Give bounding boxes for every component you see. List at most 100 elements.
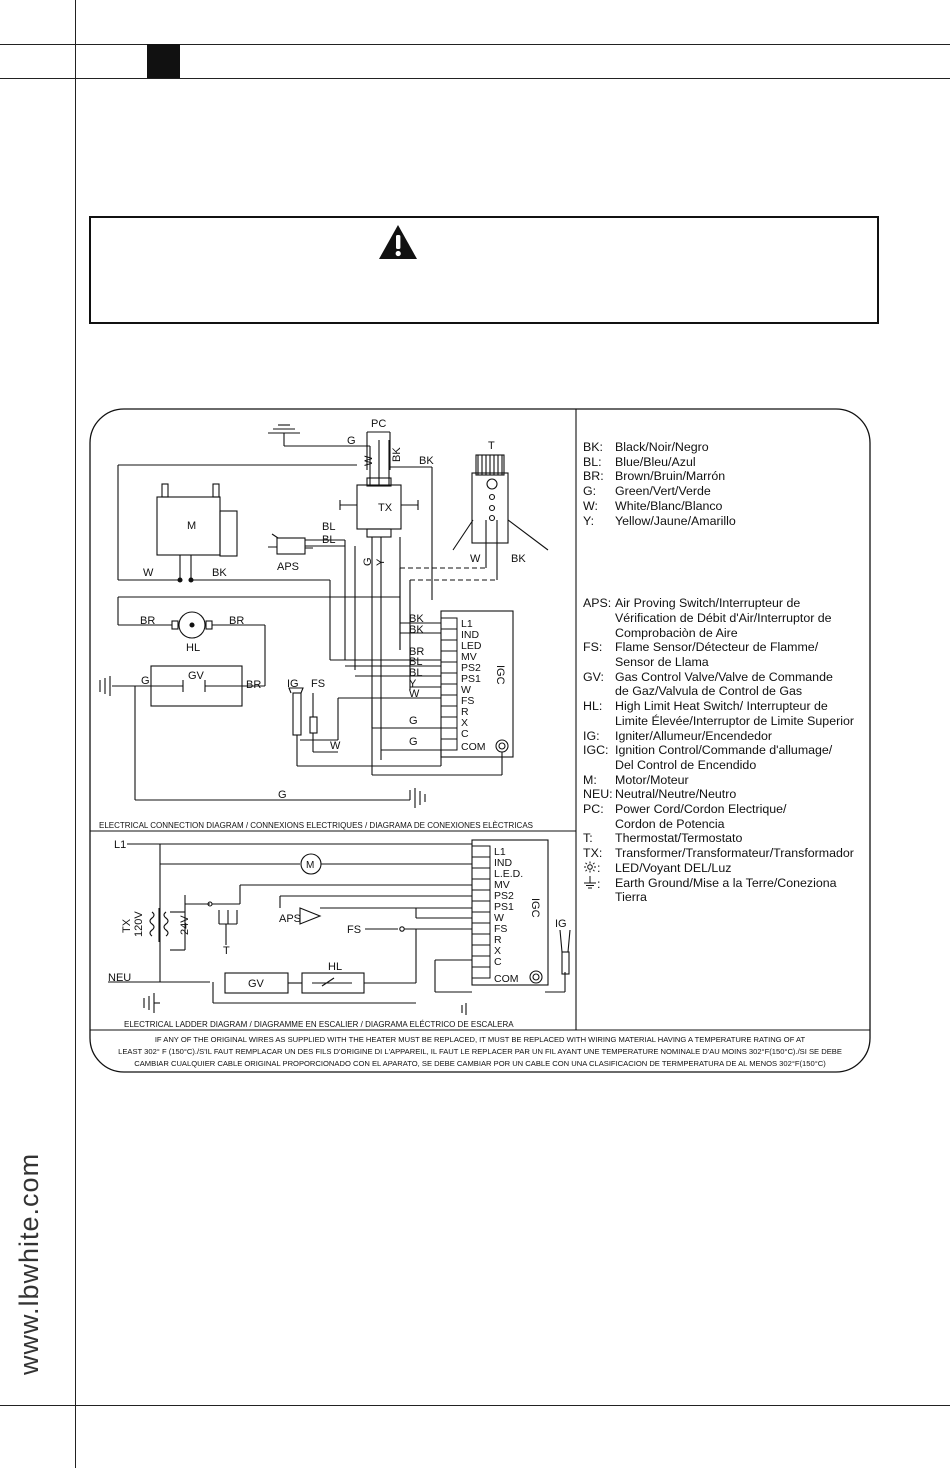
label-m: M bbox=[187, 520, 196, 532]
ladder-terminal-r: R bbox=[494, 934, 502, 946]
label-bk-thermostat: BK bbox=[511, 553, 526, 565]
hl-switch bbox=[178, 611, 206, 639]
label-w-igc: W bbox=[409, 688, 420, 700]
label-g-bottom: G bbox=[278, 789, 287, 801]
header-rule bbox=[0, 44, 950, 45]
legend-row: TX:Transformer/Transformateur/Transforma… bbox=[583, 846, 854, 861]
legend-row: HL:High Limit Heat Switch/ Interrupteur … bbox=[583, 699, 854, 728]
ladder-terminal-w: W bbox=[494, 912, 504, 924]
label-g-gv: G bbox=[141, 675, 150, 687]
header-rule-lower bbox=[0, 78, 950, 79]
legend-row: : LED/Voyant DEL/Luz bbox=[583, 861, 873, 876]
ladder-terminal-l1: L1 bbox=[494, 846, 506, 858]
ladder-terminal-led: L.E.D. bbox=[494, 868, 523, 880]
legend-row: W:White/Blanc/Blanco bbox=[583, 498, 723, 513]
ladder-transformer bbox=[149, 911, 155, 937]
legend-row: T:Thermostat/Termostato bbox=[583, 831, 743, 846]
ladder-caption: ELECTRICAL LADDER DIAGRAM / DIAGRAMME EN… bbox=[124, 1020, 514, 1029]
legend-row: PC:Power Cord/Cordon Electrique/Cordon d… bbox=[583, 802, 787, 831]
label-br-right: BR bbox=[229, 615, 244, 627]
legend-row: M:Motor/Moteur bbox=[583, 772, 689, 787]
label-y: Y bbox=[409, 678, 417, 690]
terminal-ps1: PS1 bbox=[461, 673, 481, 685]
label-w-cord: W bbox=[363, 455, 375, 466]
ladder-terminal-ind: IND bbox=[494, 857, 513, 869]
ladder-label-l1: L1 bbox=[114, 839, 126, 851]
legend-row: NEU:Neutral/Neutre/Neutro bbox=[583, 787, 737, 802]
ladder-terminal-x: X bbox=[494, 945, 501, 957]
label-br-mv: BR bbox=[409, 646, 424, 658]
ladder-terminal-com: COM bbox=[494, 973, 519, 985]
label-aps: APS bbox=[277, 561, 299, 573]
legend-row: FS:Flame Sensor/Détecteur de Flamme/Sens… bbox=[583, 640, 819, 670]
legend-row: IGC:Ignition Control/Commande d'allumage… bbox=[583, 743, 833, 772]
terminal-c: C bbox=[461, 728, 469, 740]
terminal-fs: FS bbox=[461, 695, 474, 707]
ladder-label-m: M bbox=[306, 860, 314, 871]
label-t: T bbox=[488, 440, 495, 452]
label-bk-ind: BK bbox=[409, 624, 424, 636]
ladder-label-gv: GV bbox=[248, 978, 265, 990]
label-bl-1: BL bbox=[322, 521, 335, 533]
legend-spacer bbox=[583, 528, 873, 596]
label-bk: BK bbox=[419, 455, 434, 467]
label-ig: IG bbox=[287, 678, 299, 690]
label-bl-ps2: BL bbox=[409, 656, 422, 668]
led-icon bbox=[584, 861, 596, 873]
terminal-ps2: PS2 bbox=[461, 662, 481, 674]
terminal-w: W bbox=[461, 684, 471, 696]
label-pc: PC bbox=[371, 418, 386, 430]
terminal-x: X bbox=[461, 717, 468, 729]
label-gv: GV bbox=[188, 670, 205, 682]
label-y-tx: Y bbox=[375, 558, 387, 566]
terminal-ind: IND bbox=[461, 629, 480, 641]
footnote-line-2: LEAST 302° F (150°C)./S'IL FAUT REMPLACA… bbox=[118, 1047, 842, 1056]
footer-rule bbox=[0, 1405, 950, 1406]
terminal-com: COM bbox=[461, 741, 486, 753]
ladder-label-ig: IG bbox=[555, 918, 567, 930]
ladder-label-120v: 120V bbox=[133, 911, 145, 937]
label-bl-ps1: BL bbox=[409, 667, 422, 679]
ladder-terminal-fs: FS bbox=[494, 923, 507, 935]
label-br-gv: BR bbox=[246, 679, 261, 691]
ladder-label-t: T bbox=[223, 945, 230, 957]
terminal-l1: L1 bbox=[461, 618, 473, 630]
legend-row: BK:Black/Noir/Negro bbox=[583, 440, 709, 454]
warning-triangle-icon bbox=[379, 225, 417, 259]
label-br-left: BR bbox=[140, 615, 155, 627]
ladder-label-24v: 24V bbox=[179, 915, 191, 935]
ladder-label-igc: IGC bbox=[529, 898, 541, 918]
ladder-igniter bbox=[561, 951, 570, 975]
legend-row: : Earth Ground/Mise a la Terre/Coneziona… bbox=[583, 875, 873, 905]
label-g-c: G bbox=[409, 715, 418, 727]
label-bk-l1: BK bbox=[409, 613, 424, 625]
ladder-aps bbox=[299, 907, 322, 925]
label-g-com: G bbox=[409, 736, 418, 748]
ladder-terminal-ps2: PS2 bbox=[494, 890, 514, 902]
legend-row: BR:Brown/Bruin/Marrón bbox=[583, 469, 726, 484]
label-w: W bbox=[143, 567, 154, 579]
label-bl-2: BL bbox=[322, 534, 335, 546]
earth-ground-icon bbox=[584, 875, 596, 889]
igniter-ig bbox=[292, 692, 302, 736]
ladder-terminal-mv: MV bbox=[494, 879, 510, 891]
ladder-label-tx: TX bbox=[121, 918, 133, 933]
legend-row: Y:Yellow/Jaune/Amarillo bbox=[583, 513, 736, 528]
footnote-line-3: CAMBIAR CUALQUIER CABLE ORIGINAL PROPORC… bbox=[134, 1059, 826, 1068]
flame-sensor-fs bbox=[309, 716, 318, 734]
legend-row: IG:Igniter/Allumeur/Encendedor bbox=[583, 728, 773, 743]
legend: BK:Black/Noir/Negro BL:Blue/Bleu/Azul BR… bbox=[583, 440, 873, 905]
section-tab bbox=[147, 44, 180, 78]
legend-row: G:Green/Vert/Verde bbox=[583, 484, 711, 499]
label-bk-motor: BK bbox=[212, 567, 227, 579]
ladder-label-neu: NEU bbox=[108, 972, 131, 984]
label-fs: FS bbox=[311, 678, 325, 690]
ladder-label-hl: HL bbox=[328, 961, 342, 973]
label-tx: TX bbox=[378, 502, 393, 514]
label-w-thermostat: W bbox=[470, 553, 481, 565]
legend-row: BL:Blue/Bleu/Azul bbox=[583, 454, 696, 469]
label-bk-cord: BK bbox=[391, 447, 403, 462]
label-g: G bbox=[347, 435, 356, 447]
